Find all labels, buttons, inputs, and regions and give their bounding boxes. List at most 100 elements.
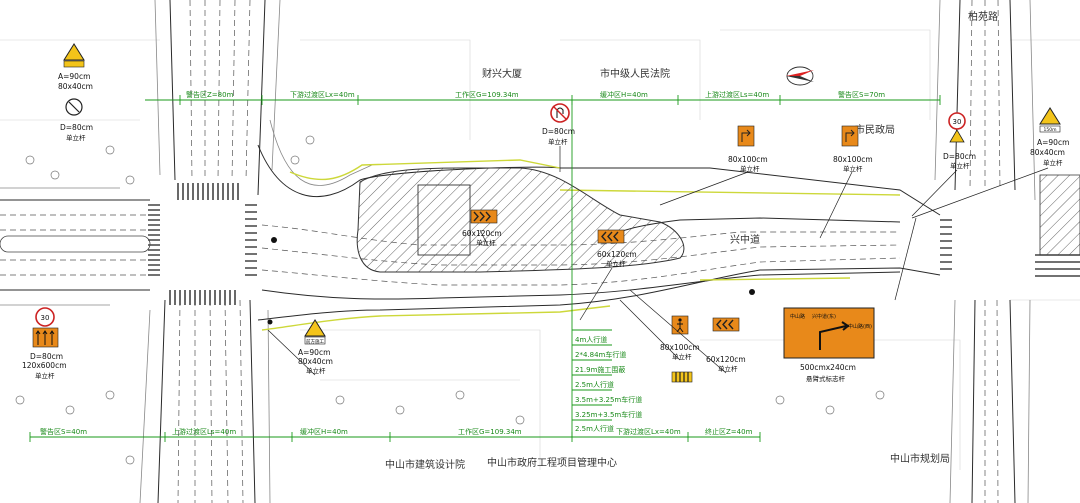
svg-text:120x600cm: 120x600cm xyxy=(22,361,67,370)
pedestrian-marker-icon xyxy=(271,237,277,243)
bottom-seg-6: 终止区Z=40m xyxy=(705,427,753,436)
guide-sign: 中山路 兴中道(东) 中山路(西) 500cmx240cm 悬臂式标志杆 xyxy=(783,307,875,383)
right-vertical-road xyxy=(934,0,1036,503)
svg-text:前方施工: 前方施工 xyxy=(306,338,324,345)
top-right-warning-sign: 150m A=90cm 80x40cm 单立杆 xyxy=(1030,107,1069,167)
west-approach-road xyxy=(0,187,151,306)
svg-text:单立杆: 单立杆 xyxy=(843,164,863,173)
svg-text:D=80cm: D=80cm xyxy=(30,352,63,361)
top-segment-labels: 警告区Z=80m 下游过渡区Lx=40m 工作区G=109.34m 缓冲区H=4… xyxy=(186,90,885,99)
bottom-seg-2: 上游过渡区Ls=40m xyxy=(172,427,236,436)
place-labels: 财兴大厦 市中级人民法院 市民政局 中山市建筑设计院 中山市政府工程项目管理中心… xyxy=(385,10,998,471)
construction-inner-box xyxy=(417,184,471,256)
xsec-7: 2.5m人行道 xyxy=(575,424,614,433)
top-seg-1: 警告区Z=80m xyxy=(186,90,234,99)
orange-sign-2: 80x100cm 单立杆 xyxy=(833,125,873,173)
svg-text:单立杆: 单立杆 xyxy=(718,364,738,373)
svg-text:80x100cm: 80x100cm xyxy=(833,155,873,164)
detour-icon xyxy=(737,125,755,147)
tree-symbols xyxy=(15,135,885,465)
svg-text:兴中道(东): 兴中道(东) xyxy=(812,313,836,320)
svg-text:80x40cm: 80x40cm xyxy=(298,357,333,366)
bottom-segment-labels: 警告区S=40m 上游过渡区Ls=40m 缓冲区H=40m 工作区G=109.3… xyxy=(40,427,753,436)
label-xingzhong: 兴中道 xyxy=(730,233,760,246)
svg-text:单立杆: 单立杆 xyxy=(35,371,55,380)
svg-text:单立杆: 单立杆 xyxy=(672,352,692,361)
speed-limit-sign-right: 30 D=80cm 单立杆 xyxy=(943,112,976,170)
chevron-sign-3: 60x120cm 单立杆 xyxy=(706,317,746,373)
background-plot-lines xyxy=(0,29,1080,470)
warning-triangle-small-icon xyxy=(949,129,965,143)
svg-text:60x120cm: 60x120cm xyxy=(597,250,637,259)
pedestrian-marker-icon-3 xyxy=(267,319,273,325)
svg-text:悬臂式标志杆: 悬臂式标志杆 xyxy=(806,374,846,383)
xsec-1: 4m人行道 xyxy=(575,335,607,344)
green-dimension-lines xyxy=(29,95,941,442)
label-court: 市中级人民法院 xyxy=(600,67,670,80)
svg-text:单立杆: 单立杆 xyxy=(548,137,568,146)
construction-warning-icon-2 xyxy=(1039,107,1061,125)
xsec-5: 3.5m+3.25m车行道 xyxy=(575,395,642,404)
north-arrow-icon xyxy=(786,66,814,86)
no-uturn-sign: D=80cm 单立杆 xyxy=(542,103,575,146)
bottom-seg-1: 警告区S=40m xyxy=(40,427,87,436)
road-marker-icons xyxy=(267,237,755,325)
svg-text:80x100cm: 80x100cm xyxy=(728,155,768,164)
speed-limit-icon xyxy=(948,112,966,130)
svg-text:中山路: 中山路 xyxy=(790,313,805,320)
svg-text:单立杆: 单立杆 xyxy=(606,259,626,268)
speed-limit-icon-left xyxy=(35,307,55,327)
svg-text:80x100cm: 80x100cm xyxy=(660,343,700,352)
svg-text:A=90cm: A=90cm xyxy=(298,348,330,357)
svg-text:单立杆: 单立杆 xyxy=(1043,158,1063,167)
svg-text:30: 30 xyxy=(953,118,962,126)
xsec-3: 21.9m施工围蔽 xyxy=(575,365,625,374)
bottom-seg-4: 工作区G=109.34m xyxy=(458,427,522,436)
top-seg-3: 工作区G=109.34m xyxy=(455,90,519,99)
top-seg-2: 下游过渡区Lx=40m xyxy=(290,90,355,99)
label-planning: 中山市规划局 xyxy=(890,452,950,465)
xsec-2: 2*4.84m车行道 xyxy=(575,350,626,359)
left-speed-lane-sign: 30 D=80cm 120x600cm 单立杆 xyxy=(22,307,67,380)
left-vertical-road xyxy=(139,0,281,503)
svg-text:80x40cm: 80x40cm xyxy=(1030,148,1065,157)
label-design: 中山市建筑设计院 xyxy=(385,458,465,471)
bottom-seg-3: 缓冲区H=40m xyxy=(300,427,348,436)
top-left-warning-sign: A=90cm 80x40cm D=80cm 单立杆 xyxy=(58,43,93,142)
svg-text:单立杆: 单立杆 xyxy=(740,164,760,173)
xsec-6: 3.25m+3.5m车行道 xyxy=(575,410,642,419)
svg-text:A=90cm: A=90cm xyxy=(1037,138,1069,147)
svg-text:A=90cm: A=90cm xyxy=(58,72,90,81)
detour-right-icon xyxy=(841,125,859,147)
svg-text:中山路(西): 中山路(西) xyxy=(848,323,872,330)
svg-text:30: 30 xyxy=(41,314,50,322)
svg-text:D=80cm: D=80cm xyxy=(943,152,976,161)
construction-warning-icon-3 xyxy=(304,319,326,337)
construction-enclosure xyxy=(356,167,685,273)
svg-text:单立杆: 单立杆 xyxy=(950,161,970,170)
bottom-seg-5: 下游过渡区Lx=40m xyxy=(616,427,681,436)
right-block xyxy=(1039,174,1080,256)
svg-text:单立杆: 单立杆 xyxy=(306,366,326,375)
svg-text:150m: 150m xyxy=(1044,127,1057,133)
top-seg-4: 缓冲区H=40m xyxy=(600,90,648,99)
xsec-4: 2.5m人行道 xyxy=(575,380,614,389)
guide-route-arrow-icon xyxy=(819,321,850,350)
chevron-sign-2: 60x120cm 单立杆 xyxy=(597,229,637,268)
label-caixing: 财兴大厦 xyxy=(482,67,522,80)
top-seg-6: 警告区S=70m xyxy=(838,90,885,99)
guide-sign-board xyxy=(783,307,875,359)
label-civil: 市民政局 xyxy=(855,123,895,136)
svg-text:500cmx240cm: 500cmx240cm xyxy=(800,363,856,372)
top-seg-5: 上游过渡区Ls=40m xyxy=(705,90,769,99)
orange-sign-1: 80x100cm 单立杆 xyxy=(728,125,768,173)
svg-text:60x120cm: 60x120cm xyxy=(706,355,746,364)
cross-section-labels: 4m人行道 2*4.84m车行道 21.9m施工围蔽 2.5m人行道 3.5m+… xyxy=(575,335,642,433)
label-baiyuan: 柏苑路 xyxy=(968,10,998,23)
bottom-warning-sign: 前方施工 A=90cm 80x40cm 单立杆 xyxy=(298,319,333,375)
yellow-edge-lines xyxy=(261,159,901,331)
svg-text:80x40cm: 80x40cm xyxy=(58,82,93,91)
pedestrian-sign: 80x100cm 单立杆 xyxy=(660,315,700,361)
svg-text:D=80cm: D=80cm xyxy=(60,123,93,132)
